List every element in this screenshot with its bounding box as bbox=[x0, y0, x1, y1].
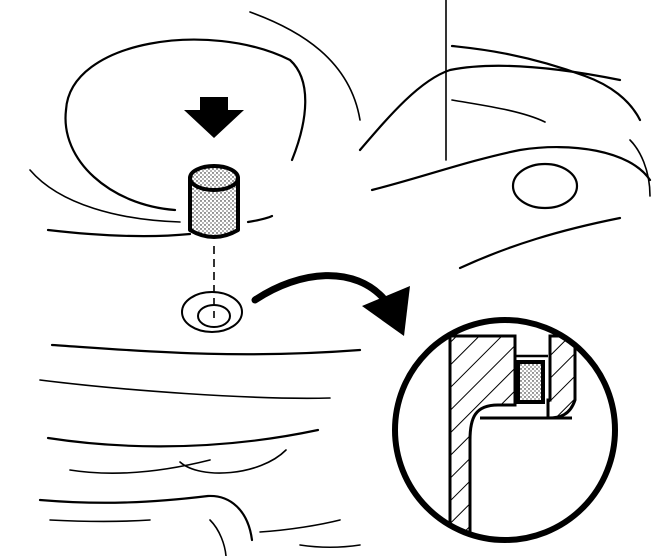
bore-rim bbox=[64, 38, 307, 162]
housing-section bbox=[448, 334, 517, 540]
pin-hole bbox=[181, 291, 243, 333]
detail-view bbox=[392, 317, 618, 543]
down-arrow-icon bbox=[184, 97, 244, 138]
detail-circle-border bbox=[392, 317, 618, 543]
wall-section bbox=[546, 334, 577, 420]
dowel-pin bbox=[188, 164, 240, 239]
housing-outline bbox=[29, 0, 652, 556]
curved-arrow-icon bbox=[251, 272, 410, 336]
pin-section bbox=[516, 360, 545, 404]
bolt-hole bbox=[511, 162, 579, 210]
